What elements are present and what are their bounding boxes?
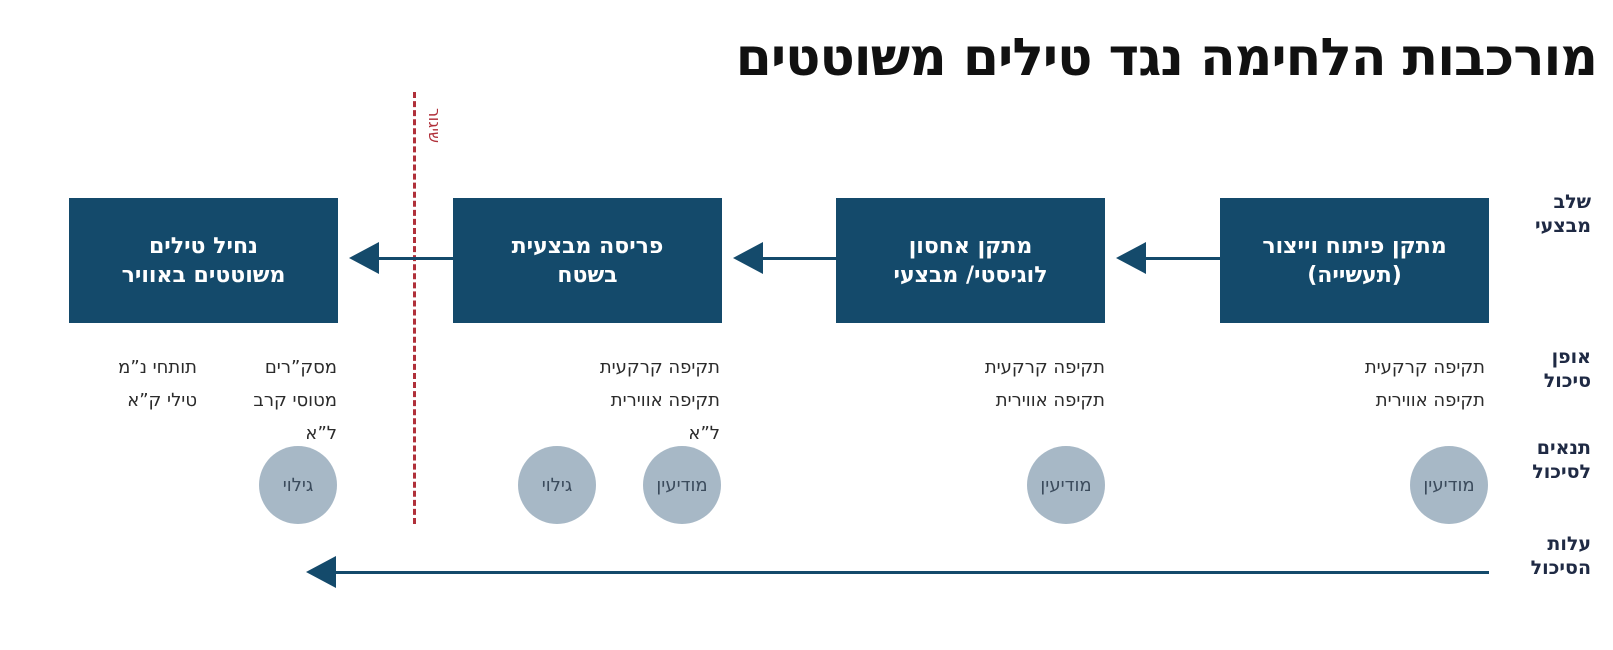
flow-arrow-3-head	[349, 242, 379, 274]
stage-box-production: מתקן פיתוח וייצור (תעשייה)	[1220, 198, 1489, 323]
stage-box-swarm: נחיל טילים משוטטים באוויר	[69, 198, 338, 323]
condition-circle-detection: גילוי	[259, 446, 337, 524]
launch-boundary-line	[413, 92, 416, 524]
flow-arrow-2-head	[733, 242, 763, 274]
row-label-cost: עלות הסיכול	[1530, 533, 1591, 579]
flow-arrow-1-head	[1116, 242, 1146, 274]
condition-circle-intelligence: מודיעין	[643, 446, 721, 524]
methods-stage2: תקיפה קרקעית תקיפה אווירית	[984, 357, 1105, 411]
flow-arrow-1-line	[1145, 257, 1220, 260]
cost-arrow-head	[306, 556, 336, 588]
stage-box-storage: מתקן אחסון לוגיסטי/ מבצעי	[836, 198, 1105, 323]
launch-boundary-label: שיגור	[425, 108, 444, 143]
methods-stage1: תקיפה קרקעית תקיפה אווירית	[1364, 357, 1485, 411]
page-title: מורכבות הלחימה נגד טילים משוטטים	[735, 28, 1598, 88]
cost-arrow-line	[334, 571, 1489, 574]
row-label-stage: שלב מבצעי	[1535, 191, 1591, 237]
condition-circle-detection: גילוי	[518, 446, 596, 524]
methods-stage4-b: תותחי נ”מ טילי ק”א	[118, 357, 197, 411]
stage-box-deployment: פריסה מבצעית בשטח	[453, 198, 722, 323]
condition-circle-intelligence: מודיעין	[1027, 446, 1105, 524]
row-label-method: אופן סיכול	[1543, 346, 1591, 392]
methods-stage4-a: מסק”רים מטוסי קרב ל”א	[253, 357, 337, 444]
flow-arrow-2-line	[762, 257, 836, 260]
flow-arrow-3-line	[378, 257, 453, 260]
methods-stage3: תקיפה קרקעית תקיפה אווירית ל”א	[599, 357, 720, 444]
condition-circle-intelligence: מודיעין	[1410, 446, 1488, 524]
row-label-conditions: תנאים לסיכול	[1532, 437, 1591, 483]
